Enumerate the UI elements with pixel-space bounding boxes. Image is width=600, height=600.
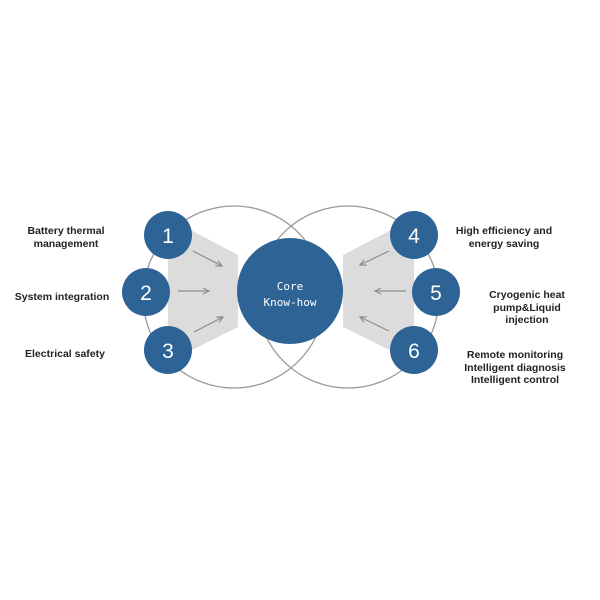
node-6-label-line-1: Remote monitoring — [466, 349, 564, 361]
node-6-label-line-3: Intelligent control — [470, 374, 560, 386]
node-5-label-line-1: Cryogenic heat — [489, 289, 565, 301]
node-2-label: System integration — [12, 291, 112, 304]
node-1-circle — [144, 211, 192, 259]
node-4-label-line-1: High efficiency and — [455, 225, 553, 237]
node-4-circle — [390, 211, 438, 259]
node-4-label-line-2: energy saving — [468, 237, 540, 250]
node-5-circle — [412, 268, 460, 316]
node-1-label-line-2: management — [33, 237, 99, 250]
node-3-circle — [144, 326, 192, 374]
node-6-label-line-2: Intelligent diagnosis — [464, 361, 566, 374]
node-6-label: Remote monitoring Intelligent diagnosis … — [460, 349, 570, 387]
node-6-number: 6 — [408, 340, 420, 363]
node-5-number: 5 — [430, 282, 442, 305]
node-3-number: 3 — [162, 340, 174, 363]
node-4-number: 4 — [408, 225, 420, 248]
node-2-circle — [122, 268, 170, 316]
node-3-label: Electrical safety — [18, 348, 112, 361]
core-subtitle: Know-how — [264, 296, 317, 309]
node-4-label: High efficiency and energy saving — [452, 225, 556, 250]
node-3-label-line-1: Electrical safety — [25, 348, 105, 360]
node-2-label-line-1: System integration — [14, 291, 110, 303]
arrow-1 — [192, 250, 222, 266]
core-circle — [237, 238, 343, 344]
arrow-6 — [360, 317, 390, 332]
core-title: Core — [277, 280, 304, 293]
node-5-label-line-3: injection — [505, 314, 549, 326]
node-6-circle — [390, 326, 438, 374]
arrow-3 — [193, 317, 223, 333]
node-1-label: Battery thermal management — [20, 225, 112, 250]
node-2-number: 2 — [140, 282, 152, 305]
node-5-label-line-2: pump&Liquid — [493, 301, 561, 314]
arrow-4 — [360, 250, 390, 265]
node-1-label-line-1: Battery thermal — [27, 225, 105, 237]
node-1-number: 1 — [162, 225, 174, 248]
node-5-label: Cryogenic heat pump&Liquid injection — [482, 289, 572, 327]
